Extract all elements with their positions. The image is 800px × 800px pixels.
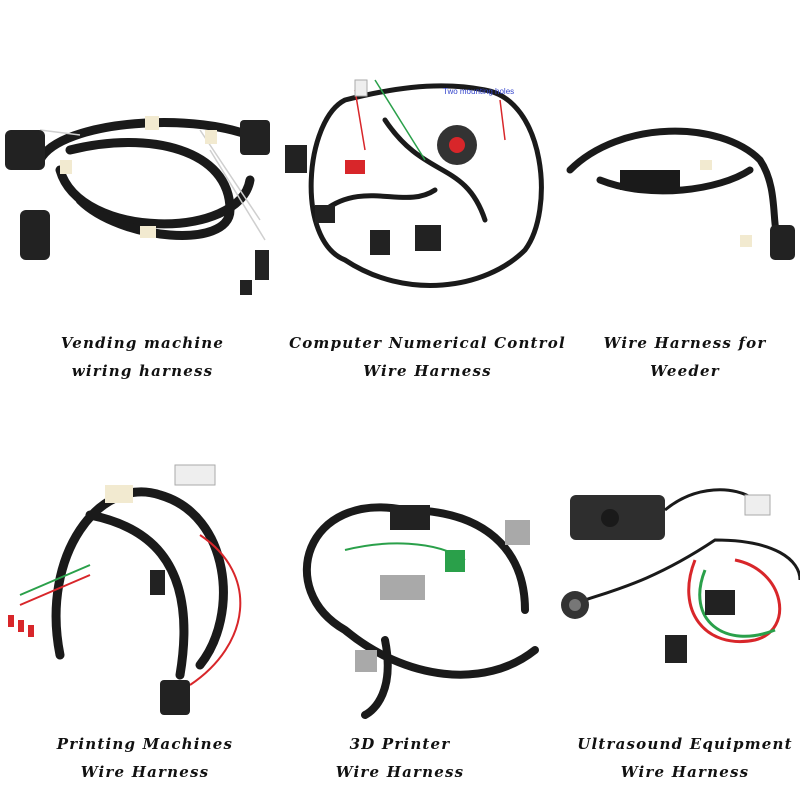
caption-line: Wire Harness xyxy=(80,763,210,781)
cnc-harness-image: Two mounting holes xyxy=(285,79,544,288)
caption-line: Ultrasound Equipment xyxy=(577,735,793,753)
annotation-label: Two mounting holes xyxy=(443,87,514,96)
caption-ultrasound: Ultrasound Equipment Wire Harness xyxy=(575,730,795,786)
caption-line: Computer Numerical Control xyxy=(289,334,566,352)
caption-line: Wire Harness xyxy=(620,763,750,781)
product-printing-machines xyxy=(0,455,275,720)
vending-harness-image xyxy=(5,116,270,295)
caption-line: wiring harness xyxy=(71,362,214,380)
ultrasound-harness-image xyxy=(561,488,800,663)
printing-harness-image xyxy=(8,464,242,715)
product-vending-machine xyxy=(0,90,285,310)
product-3d-printer xyxy=(285,490,550,720)
caption-printing-machines: Printing Machines Wire Harness xyxy=(0,730,290,786)
product-ultrasound xyxy=(555,480,800,680)
caption-line: Wire Harness xyxy=(335,763,465,781)
product-cnc: Two mounting holes xyxy=(285,60,550,320)
caption-cnc: Computer Numerical Control Wire Harness xyxy=(285,329,570,385)
caption-vending-machine: Vending machine wiring harness xyxy=(0,329,285,385)
weeder-harness-image xyxy=(566,127,795,260)
caption-weeder: Wire Harness for Weeder xyxy=(570,329,800,385)
caption-line: Wire Harness for xyxy=(603,334,767,352)
product-weeder xyxy=(560,100,800,270)
caption-line: Weeder xyxy=(650,362,720,380)
caption-3d-printer: 3D Printer Wire Harness xyxy=(290,730,510,786)
caption-line: Printing Machines xyxy=(56,735,234,753)
caption-line: Vending machine xyxy=(60,334,225,352)
caption-line: 3D Printer xyxy=(349,735,451,753)
3d-printer-harness-image xyxy=(302,503,539,719)
caption-line: Wire Harness xyxy=(363,362,492,380)
